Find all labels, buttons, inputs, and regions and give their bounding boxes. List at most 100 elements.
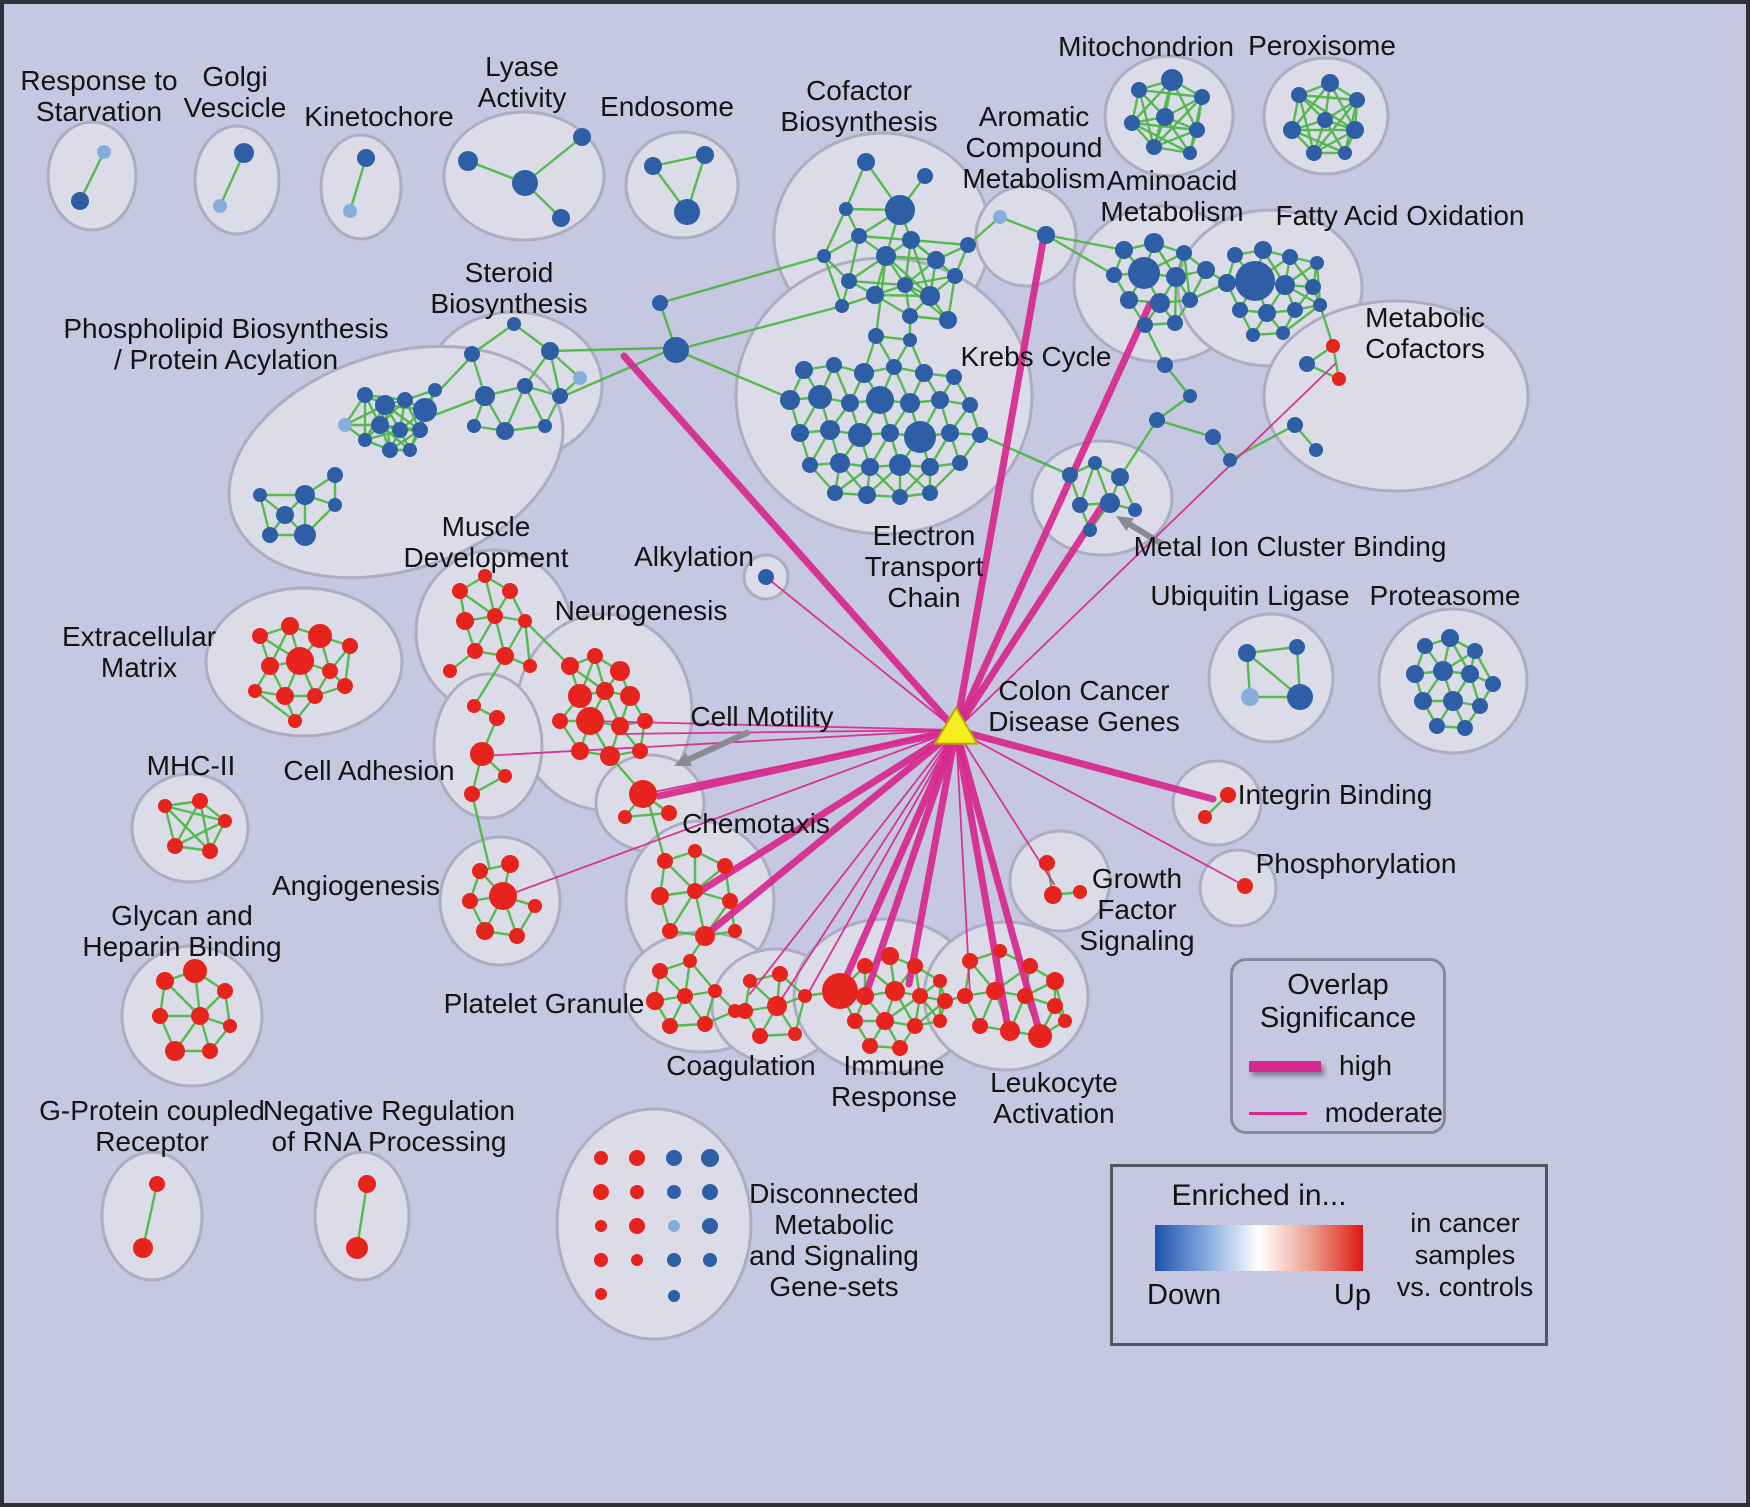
gene-set-node — [667, 1185, 681, 1199]
overlap-edge-high — [952, 232, 1048, 734]
gene-set-node — [1044, 886, 1062, 904]
gene-set-node — [857, 958, 873, 974]
cluster-ellipse-integrin-binding — [1171, 759, 1263, 847]
gene-set-edge — [1131, 121, 1191, 155]
gene-set-node — [1128, 257, 1160, 289]
gene-set-node — [1246, 328, 1260, 342]
gene-set-node — [696, 146, 714, 164]
gene-set-node — [1046, 972, 1064, 990]
gene-set-edge — [141, 1183, 159, 1249]
gene-set-node — [133, 1238, 153, 1258]
gene-set-node — [631, 1254, 643, 1266]
gene-set-node — [412, 422, 428, 438]
metal-ion-arrow-head — [1116, 516, 1134, 531]
gene-set-node — [518, 614, 532, 628]
gene-set-node — [152, 1008, 168, 1024]
gene-set-node — [1472, 698, 1488, 714]
gene-set-node — [657, 853, 673, 869]
gene-set-node — [826, 357, 842, 373]
gene-set-node — [1283, 121, 1301, 139]
gene-set-node — [917, 168, 933, 184]
overlap-edge-moderate — [765, 576, 957, 731]
gene-set-node — [342, 638, 358, 654]
gene-set-node — [517, 378, 533, 394]
gene-set-node — [262, 527, 278, 543]
gene-set-node — [892, 489, 908, 505]
gene-set-node — [972, 427, 988, 443]
gene-set-node — [841, 273, 857, 289]
gene-set-node — [993, 210, 1007, 224]
gene-set-node — [767, 996, 787, 1016]
gene-set-node — [857, 153, 875, 171]
gene-set-node — [158, 799, 172, 813]
gene-set-node — [1100, 493, 1120, 513]
gene-set-node — [1220, 787, 1236, 803]
gene-set-node — [1022, 958, 1038, 974]
gene-set-node — [866, 286, 884, 304]
gene-set-node — [1238, 644, 1256, 662]
gene-set-node — [1115, 241, 1133, 259]
gene-set-edge — [848, 279, 906, 287]
gene-set-node — [772, 966, 788, 982]
gene-set-node — [1317, 112, 1333, 128]
overlap-edge-moderate — [804, 729, 957, 1000]
gene-set-node — [902, 231, 920, 249]
gene-set-node — [644, 157, 662, 175]
cluster-ellipse-ubiquitin-ligase — [1207, 612, 1335, 744]
overlap-edge-high — [952, 726, 1044, 1038]
gene-set-node — [674, 199, 700, 225]
gene-set-node — [1485, 676, 1501, 692]
gene-set-node — [854, 363, 874, 383]
cluster-label-peroxisome: Peroxisome — [1248, 30, 1396, 61]
gene-set-node — [717, 858, 733, 874]
gene-set-node — [478, 569, 492, 583]
gene-set-node — [847, 1013, 863, 1029]
gene-set-node — [922, 485, 938, 501]
gene-set-node — [743, 974, 757, 988]
gene-set-node — [596, 682, 614, 700]
enriched-colorbar-block: Enriched in... Down Up — [1123, 1175, 1395, 1335]
cluster-label-integrin-binding: Integrin Binding — [1238, 779, 1433, 810]
gene-set-node — [552, 388, 568, 404]
inter-cluster-edge — [524, 620, 571, 667]
gene-set-node — [1062, 467, 1078, 483]
overlap-edge-high — [952, 300, 1154, 734]
gene-set-node — [371, 416, 389, 434]
gene-set-node — [1287, 417, 1303, 433]
gene-set-node — [652, 963, 668, 979]
cluster-ellipse-g-protein-receptor — [100, 1150, 204, 1282]
overlap-edge-moderate — [955, 363, 1336, 731]
gene-set-node — [573, 128, 591, 146]
gene-set-node — [1017, 988, 1033, 1004]
inter-cluster-edge — [435, 355, 473, 395]
gene-set-node — [915, 364, 933, 382]
gene-set-node — [467, 643, 483, 659]
gene-set-node — [952, 455, 968, 471]
gene-set-node — [1157, 357, 1173, 373]
gene-set-node — [927, 251, 945, 269]
gene-set-edge — [1137, 89, 1156, 148]
inter-cluster-edge — [1318, 304, 1335, 347]
gene-set-node — [1176, 245, 1192, 261]
cluster-label-coagulation: Coagulation — [666, 1050, 815, 1081]
high-significance-label: high — [1339, 1050, 1392, 1081]
gene-set-node — [1346, 121, 1364, 139]
cell-motility-arrow-head — [674, 752, 692, 766]
gene-set-edge — [164, 805, 211, 852]
gene-set-node — [202, 1043, 218, 1059]
gene-set-node — [357, 387, 373, 403]
gene-set-node — [931, 391, 949, 409]
overlap-edge-high — [952, 726, 1217, 803]
gene-set-node — [668, 1220, 680, 1232]
gene-set-node — [496, 647, 514, 665]
gene-set-node — [1150, 293, 1170, 313]
overlap-edge-moderate — [955, 729, 1055, 885]
cluster-label-platelet-granule: Platelet Granule — [444, 988, 645, 1019]
inter-cluster-edge — [675, 348, 795, 402]
cluster-label-proteasome: Proteasome — [1370, 580, 1521, 611]
